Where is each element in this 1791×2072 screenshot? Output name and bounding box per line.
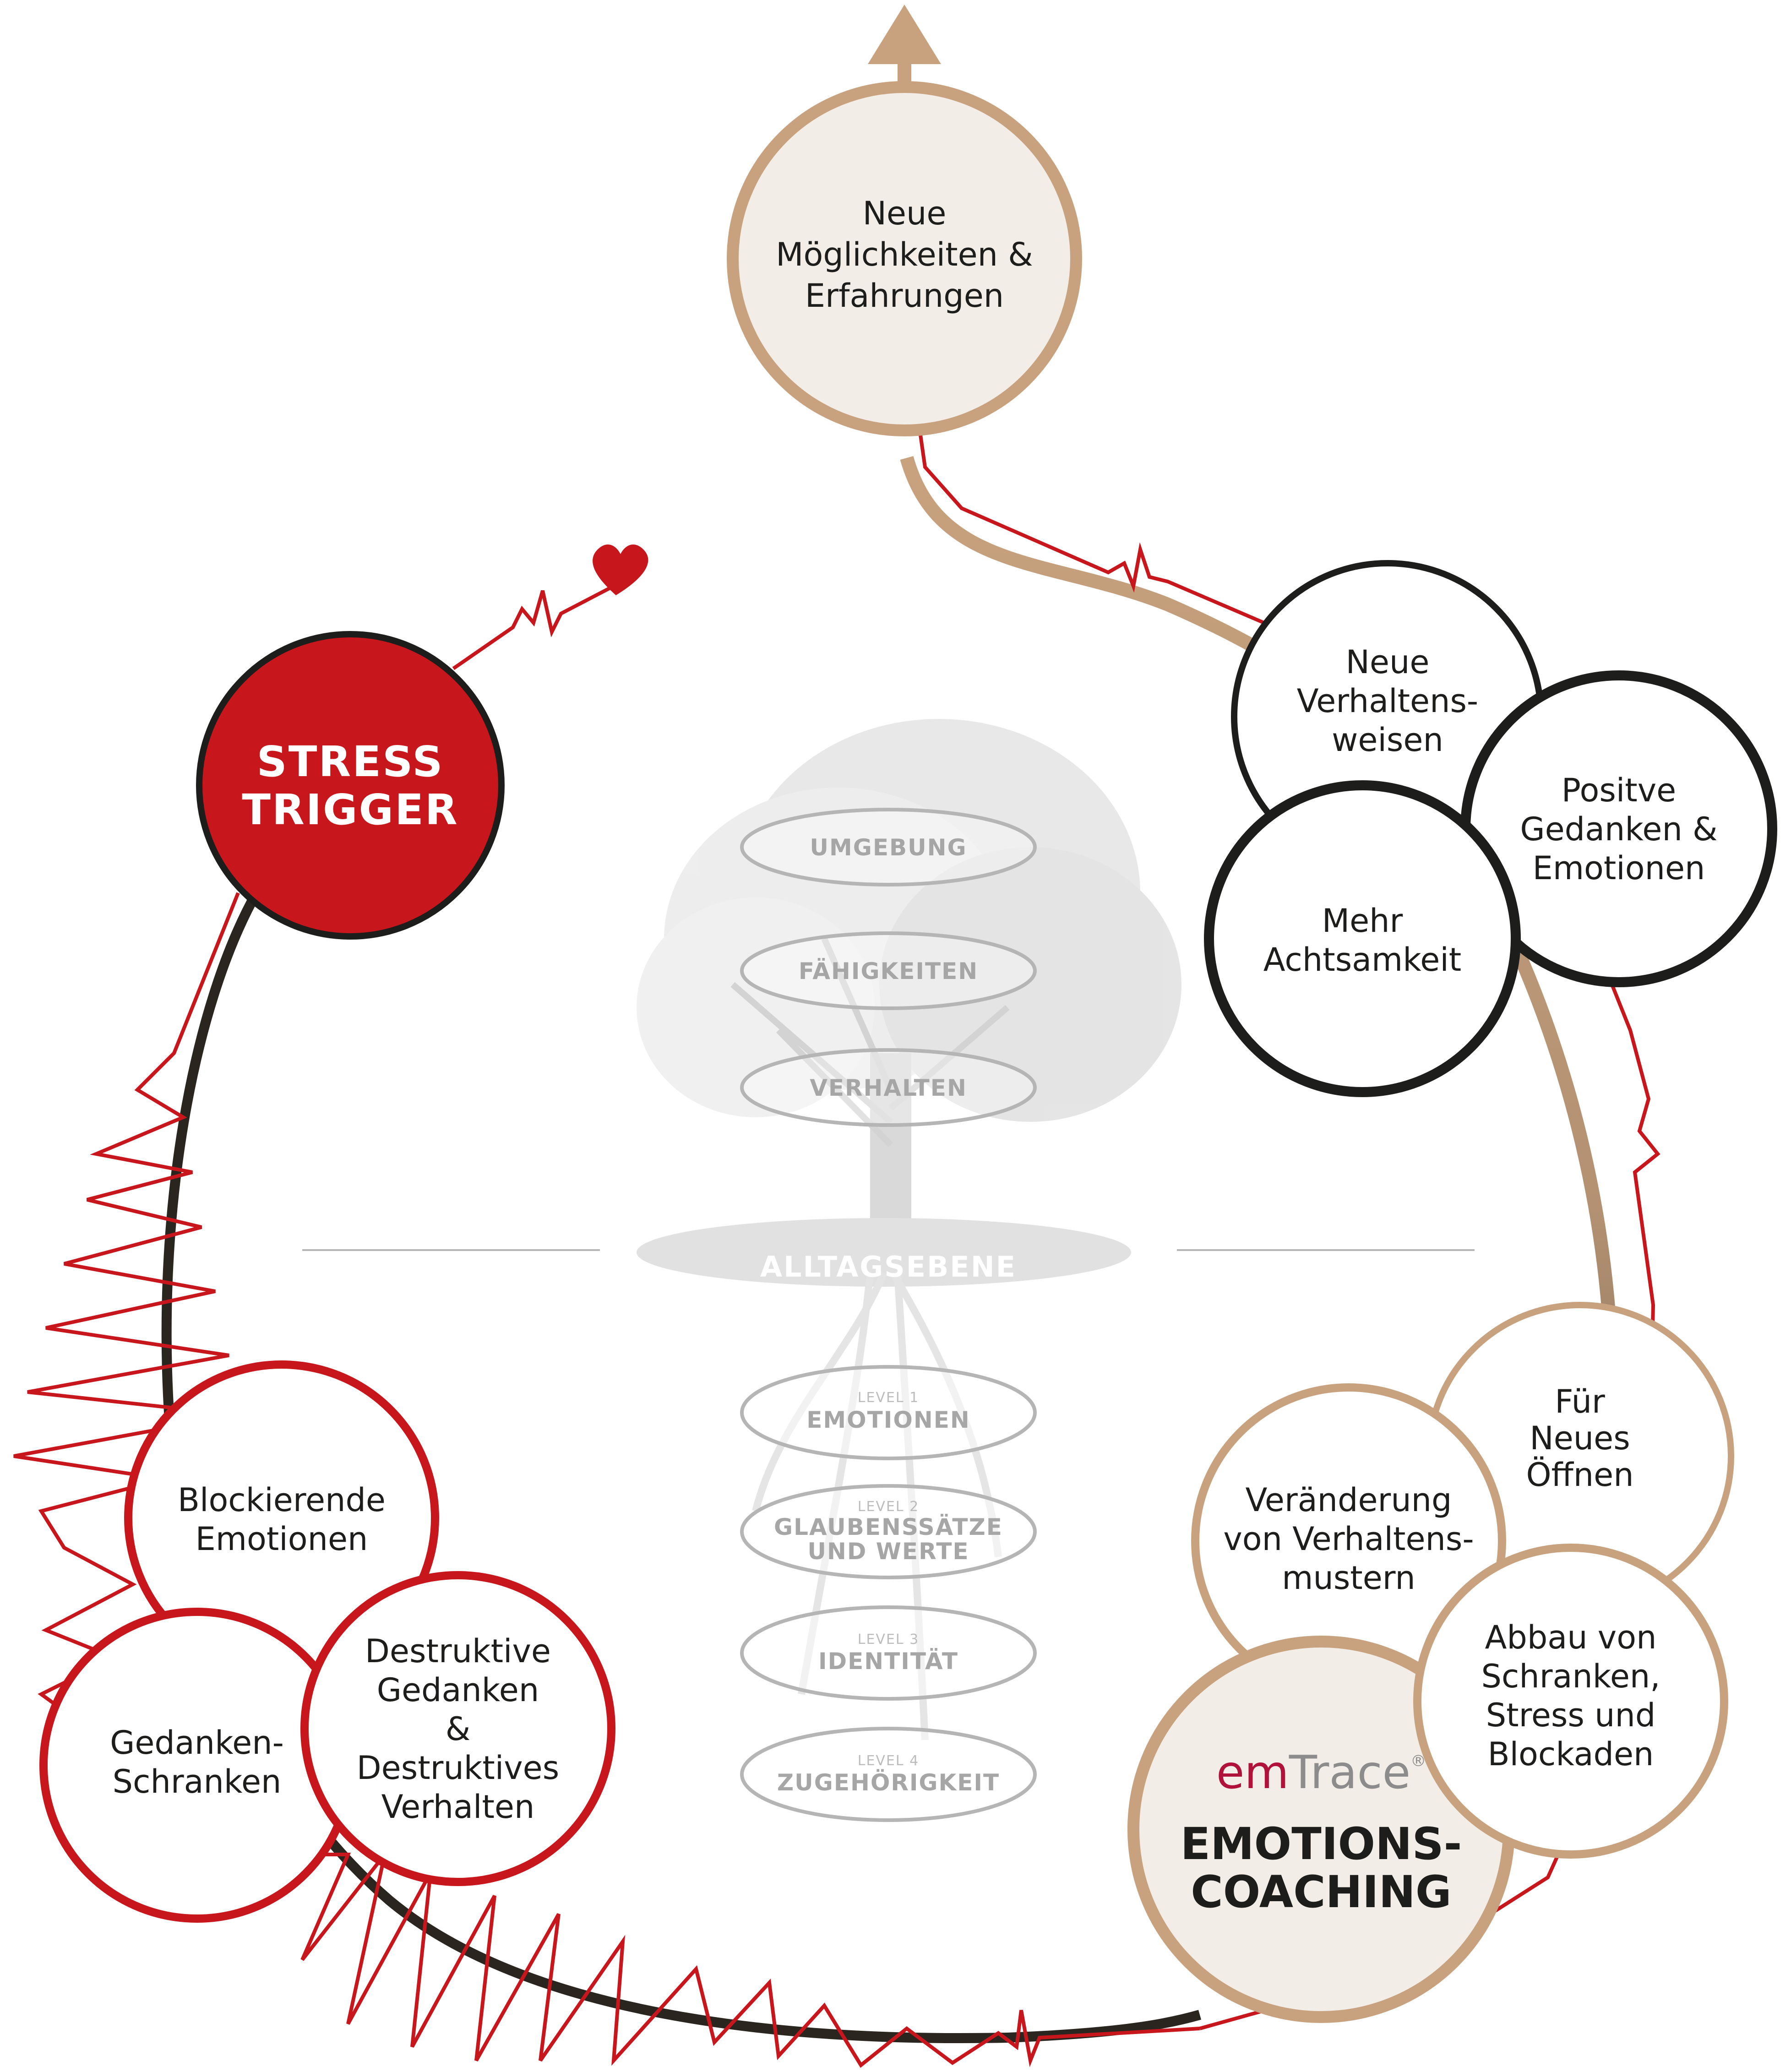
svg-text:&: & — [446, 1710, 471, 1748]
svg-text:Verhaltens-: Verhaltens- — [1297, 682, 1478, 720]
svg-text:Für: Für — [1555, 1383, 1605, 1420]
circle-veraenderung: Veränderung von Verhaltens- mustern — [1191, 1383, 1506, 1698]
circle-abbau-schranken: Abbau von Schranken, Stress und Blockade… — [1413, 1544, 1728, 1859]
level-label: ZUGEHÖRIGKEIT — [777, 1769, 1000, 1796]
svg-text:Destruktive: Destruktive — [365, 1632, 551, 1670]
level-glaubenssaetze: LEVEL 2 GLAUBENSSÄTZE UND WERTE — [740, 1484, 1037, 1579]
level-verhalten: VERHALTEN — [740, 1048, 1037, 1127]
svg-text:Emotionen: Emotionen — [1533, 849, 1705, 887]
svg-text:weisen: weisen — [1332, 721, 1443, 759]
svg-text:Neue: Neue — [1346, 643, 1430, 681]
svg-text:Erfahrungen: Erfahrungen — [805, 277, 1004, 315]
circle-stress-trigger: STRESS TRIGGER — [196, 631, 505, 940]
level-identitaet: LEVEL 3 IDENTITÄT — [740, 1605, 1037, 1701]
arrow-up-icon — [868, 5, 941, 64]
level-label: GLAUBENSSÄTZE — [774, 1514, 1003, 1540]
level-label: VERHALTEN — [810, 1075, 967, 1101]
svg-text:EMOTIONS-: EMOTIONS- — [1181, 1818, 1462, 1870]
svg-text:Gedanken-: Gedanken- — [110, 1724, 284, 1762]
svg-text:Öffnen: Öffnen — [1526, 1456, 1633, 1494]
level-number: LEVEL 1 — [858, 1390, 919, 1406]
heart-icon — [593, 544, 648, 595]
svg-text:Neues: Neues — [1530, 1419, 1630, 1457]
level-label: UND WERTE — [807, 1538, 969, 1565]
heartbeat-upper-right — [919, 435, 1265, 625]
svg-text:Achtsamkeit: Achtsamkeit — [1263, 941, 1462, 979]
svg-text:STRESS: STRESS — [256, 737, 444, 786]
level-faehigkeiten: FÄHIGKEITEN — [740, 931, 1037, 1010]
svg-text:Destruktives: Destruktives — [357, 1749, 559, 1787]
emtrace-logo: emTrace® — [1216, 1746, 1426, 1799]
level-label: IDENTITÄT — [818, 1648, 958, 1675]
level-label: UMGEBUNG — [810, 834, 967, 861]
svg-text:Gedanken: Gedanken — [377, 1671, 539, 1709]
svg-text:Blockierende: Blockierende — [178, 1481, 386, 1519]
level-number: LEVEL 2 — [858, 1499, 919, 1515]
circle-emotions-coaching: emTrace® EMOTIONS- COACHING — [1127, 1636, 1515, 2023]
svg-text:Emotionen: Emotionen — [196, 1520, 368, 1558]
level-number: LEVEL 3 — [858, 1631, 919, 1648]
svg-text:Positve: Positve — [1562, 772, 1676, 809]
level-emotionen: LEVEL 1 EMOTIONEN — [740, 1365, 1037, 1460]
level-zugehoerigkeit: LEVEL 4 ZUGEHÖRIGKEIT — [740, 1727, 1037, 1822]
level-number: LEVEL 4 — [858, 1753, 919, 1769]
level-label: EMOTIONEN — [806, 1407, 970, 1433]
svg-text:Möglichkeiten &: Möglichkeiten & — [776, 236, 1033, 273]
svg-text:Neue: Neue — [863, 195, 947, 232]
ground-label: ALLTAGSEBENE — [760, 1250, 1017, 1283]
circle-neue-moeglichkeiten: Neue Möglichkeiten & Erfahrungen — [727, 81, 1082, 436]
svg-text:Mehr: Mehr — [1322, 902, 1403, 940]
tree-illustration — [637, 719, 1181, 1740]
svg-text:mustern: mustern — [1282, 1559, 1415, 1597]
svg-text:Stress und: Stress und — [1486, 1697, 1656, 1734]
circle-positive-gedanken: Positve Gedanken & Emotionen — [1460, 670, 1777, 987]
svg-text:Schranken: Schranken — [113, 1763, 282, 1800]
level-umgebung: UMGEBUNG — [740, 808, 1037, 886]
heartbeat-bottom — [275, 1853, 1200, 2068]
circle-destruktive-gedanken: Destruktive Gedanken & Destruktives Verh… — [300, 1571, 615, 1886]
svg-text:Blockaden: Blockaden — [1488, 1735, 1654, 1773]
svg-text:Schranken,: Schranken, — [1481, 1658, 1660, 1695]
svg-text:Gedanken &: Gedanken & — [1520, 810, 1717, 848]
svg-text:TRIGGER: TRIGGER — [242, 785, 459, 834]
heartbeat-top — [452, 584, 615, 670]
svg-text:COACHING: COACHING — [1191, 1866, 1451, 1918]
level-label: FÄHIGKEITEN — [799, 958, 978, 984]
svg-text:von Verhaltens-: von Verhaltens- — [1223, 1520, 1474, 1558]
svg-text:Verhalten: Verhalten — [381, 1788, 535, 1826]
heartbeat-right — [1199, 961, 1660, 2030]
circle-gedanken-schranken: Gedanken- Schranken — [39, 1608, 354, 1923]
svg-text:Abbau von: Abbau von — [1485, 1619, 1657, 1656]
svg-text:Veränderung: Veränderung — [1245, 1481, 1452, 1519]
circle-mehr-achtsamkeit: Mehr Achtsamkeit — [1204, 780, 1521, 1097]
circle-blockierende-emotionen: Blockierende Emotionen — [124, 1360, 439, 1675]
